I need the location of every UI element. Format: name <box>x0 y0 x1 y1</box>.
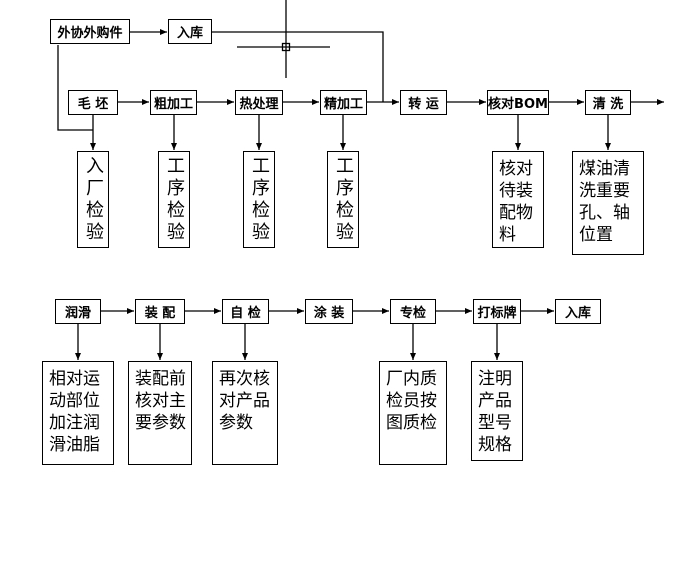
step-painting: 涂 装 <box>305 299 353 324</box>
note-check-materials: 核对 待装 配物 料 <box>492 151 544 248</box>
line-outsourced-to-incoming-inspection <box>57 45 93 131</box>
note-line: 孔、轴 <box>579 203 630 223</box>
step-labeling: 打标牌 <box>473 299 521 324</box>
note-process-inspection-3: 工序检验 <box>327 151 359 248</box>
note-line: 装配前 <box>135 369 186 389</box>
note-line: 相对运 <box>49 369 100 389</box>
line-warehouse-to-transfer <box>212 31 384 102</box>
step-special-inspection: 专检 <box>390 299 436 324</box>
step-self-inspection: 自 检 <box>222 299 269 324</box>
step-warehouse-in-top: 入库 <box>168 19 212 44</box>
note-line: 洗重要 <box>579 181 630 201</box>
step-warehouse-in: 入库 <box>555 299 601 324</box>
step-heat-treatment: 热处理 <box>235 90 283 115</box>
note-qc-inspection: 厂内质 检员按 图质检 <box>379 361 447 465</box>
step-assembly: 装 配 <box>135 299 185 324</box>
crosshair-center <box>281 42 291 52</box>
note-line: 型号 <box>478 413 512 433</box>
step-blank: 毛 坯 <box>68 90 118 115</box>
note-process-inspection-2: 工序检验 <box>243 151 275 248</box>
note-line: 厂内质 <box>386 369 437 389</box>
note-line: 参数 <box>219 413 253 433</box>
step-check-bom: 核对BOM <box>487 90 549 115</box>
note-line: 对产品 <box>219 391 270 411</box>
note-line: 再次核 <box>219 369 270 389</box>
note-line: 滑油脂 <box>49 435 100 455</box>
note-line: 料 <box>499 225 516 245</box>
note-incoming-inspection: 入厂检验 <box>77 151 109 248</box>
note-line: 动部位 <box>49 391 100 411</box>
note-recheck-parameters: 再次核 对产品 参数 <box>212 361 278 465</box>
note-line: 位置 <box>579 225 613 245</box>
step-transfer: 转 运 <box>400 90 447 115</box>
note-line: 要参数 <box>135 413 186 433</box>
note-process-inspection-1: 工序检验 <box>158 151 190 248</box>
note-line: 检员按 <box>386 391 437 411</box>
step-finish-machining: 精加工 <box>320 90 367 115</box>
note-lubricate-moving-parts: 相对运 动部位 加注润 滑油脂 <box>42 361 114 465</box>
step-rough-machining: 粗加工 <box>150 90 197 115</box>
note-line: 产品 <box>478 391 512 411</box>
note-line: 注明 <box>478 369 512 389</box>
note-pre-assembly-check: 装配前 核对主 要参数 <box>128 361 192 465</box>
step-cleaning: 清 洗 <box>585 90 631 115</box>
step-lubrication: 润滑 <box>55 299 101 324</box>
note-line: 规格 <box>478 435 512 455</box>
note-line: 图质检 <box>386 413 437 433</box>
note-line: 核对 <box>499 159 533 179</box>
note-kerosene-cleaning: 煤油清 洗重要 孔、轴 位置 <box>572 151 644 255</box>
note-line: 加注润 <box>49 413 100 433</box>
note-line: 配物 <box>499 203 533 223</box>
note-line: 待装 <box>499 181 533 201</box>
note-line: 核对主 <box>135 391 186 411</box>
note-model-spec: 注明 产品 型号 规格 <box>471 361 523 461</box>
step-outsourced-parts: 外协外购件 <box>50 19 130 44</box>
note-line: 煤油清 <box>579 159 630 179</box>
